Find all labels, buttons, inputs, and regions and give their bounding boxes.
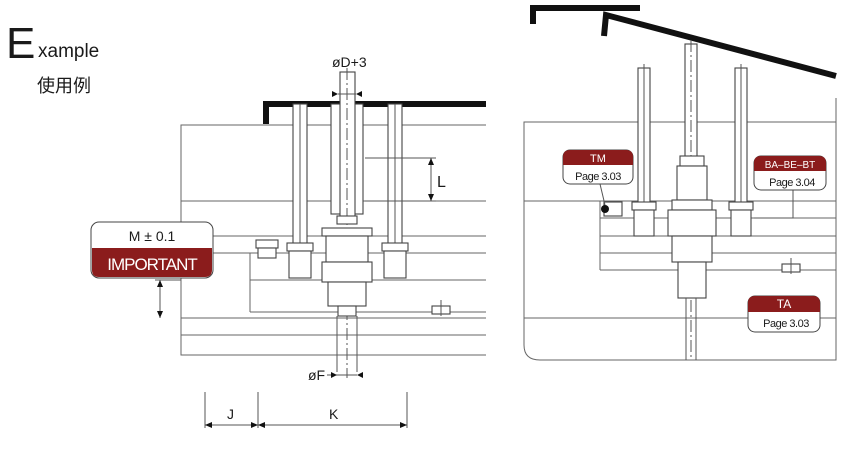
left-center-collar	[336, 215, 358, 225]
left-drawing: øD+3 L M ± 0.1 IMPORTANT øF J K	[90, 54, 486, 428]
left-center-flange-2	[321, 261, 373, 283]
important-bg	[92, 248, 212, 277]
right-plate-outline	[523, 98, 837, 361]
right-top-heavy-line-1	[530, 5, 640, 24]
right-drawing: TM Page 3.03 BA–BE–BT Page 3.04 TA Page …	[523, 5, 837, 361]
left-dim-m-arrow-1	[157, 280, 163, 287]
left-dim-m-arrow-2	[157, 311, 163, 318]
heading-initial: E	[6, 19, 35, 68]
left-center-tip	[337, 305, 357, 317]
tm-leader	[599, 183, 606, 206]
ta-label-bg	[748, 296, 820, 312]
ba-leader	[754, 190, 794, 219]
right-bushing-1-top	[631, 201, 657, 211]
left-small-part-top	[255, 239, 279, 249]
left-dim-f-arrow-2	[357, 372, 363, 378]
ta-code: TA	[777, 297, 791, 311]
left-dim-f-arrow-1	[331, 372, 337, 378]
right-center-tip	[677, 261, 707, 299]
left-dim-j-text: J	[227, 406, 234, 422]
left-dim-l-arrow-2	[428, 194, 434, 201]
ta-page: Page 3.03	[763, 318, 809, 330]
right-bushing-2	[730, 209, 752, 237]
left-bushing-1	[288, 250, 312, 279]
left-center-body	[325, 235, 369, 263]
left-dim-j-arrow-1	[205, 422, 212, 428]
ba-label-bg	[754, 156, 826, 171]
left-dim-l-text: L	[437, 174, 446, 191]
right-tm-marker	[601, 205, 609, 213]
left-center-lower	[327, 281, 367, 307]
left-dim-k-arrow-1	[258, 422, 265, 428]
tm-code: TM	[590, 153, 606, 165]
right-top-heavy-line-2	[601, 11, 837, 79]
left-dim-k-arrow-2	[400, 422, 407, 428]
left-small-part	[257, 247, 277, 259]
heading-subtitle-cn: 使用例	[37, 76, 91, 96]
right-center-flange-1	[671, 199, 713, 211]
right-bushing-2-top	[728, 201, 754, 211]
heading-rest: xample	[38, 41, 99, 62]
tm-label-bg	[563, 150, 633, 165]
left-dim-d-text: øD+3	[332, 54, 367, 70]
ba-page: Page 3.04	[769, 177, 815, 189]
left-center-flange-1	[321, 227, 373, 237]
left-top-heavy-line	[263, 101, 486, 124]
left-dim-d-arrow-2	[356, 91, 362, 97]
tm-page: Page 3.03	[575, 171, 621, 183]
ba-code: BA–BE–BT	[765, 160, 816, 171]
left-dim-d-arrow-1	[332, 91, 338, 97]
right-center-lower	[671, 235, 713, 263]
right-bushing-1	[633, 209, 655, 237]
tolerance-text: M ± 0.1	[129, 228, 176, 244]
left-dim-l-arrow-1	[428, 158, 434, 165]
right-center-post	[676, 165, 708, 201]
right-center-body	[667, 209, 717, 237]
left-dim-k-text: K	[329, 406, 339, 422]
left-dim-j-arrow-2	[251, 422, 258, 428]
left-dim-f-text: øF	[308, 367, 325, 383]
left-bushing-1-top	[286, 242, 314, 252]
important-text: IMPORTANT	[107, 255, 197, 274]
right-center-collar	[679, 155, 705, 167]
left-bushing-2-top	[381, 242, 409, 252]
left-bushing-2	[383, 250, 407, 279]
